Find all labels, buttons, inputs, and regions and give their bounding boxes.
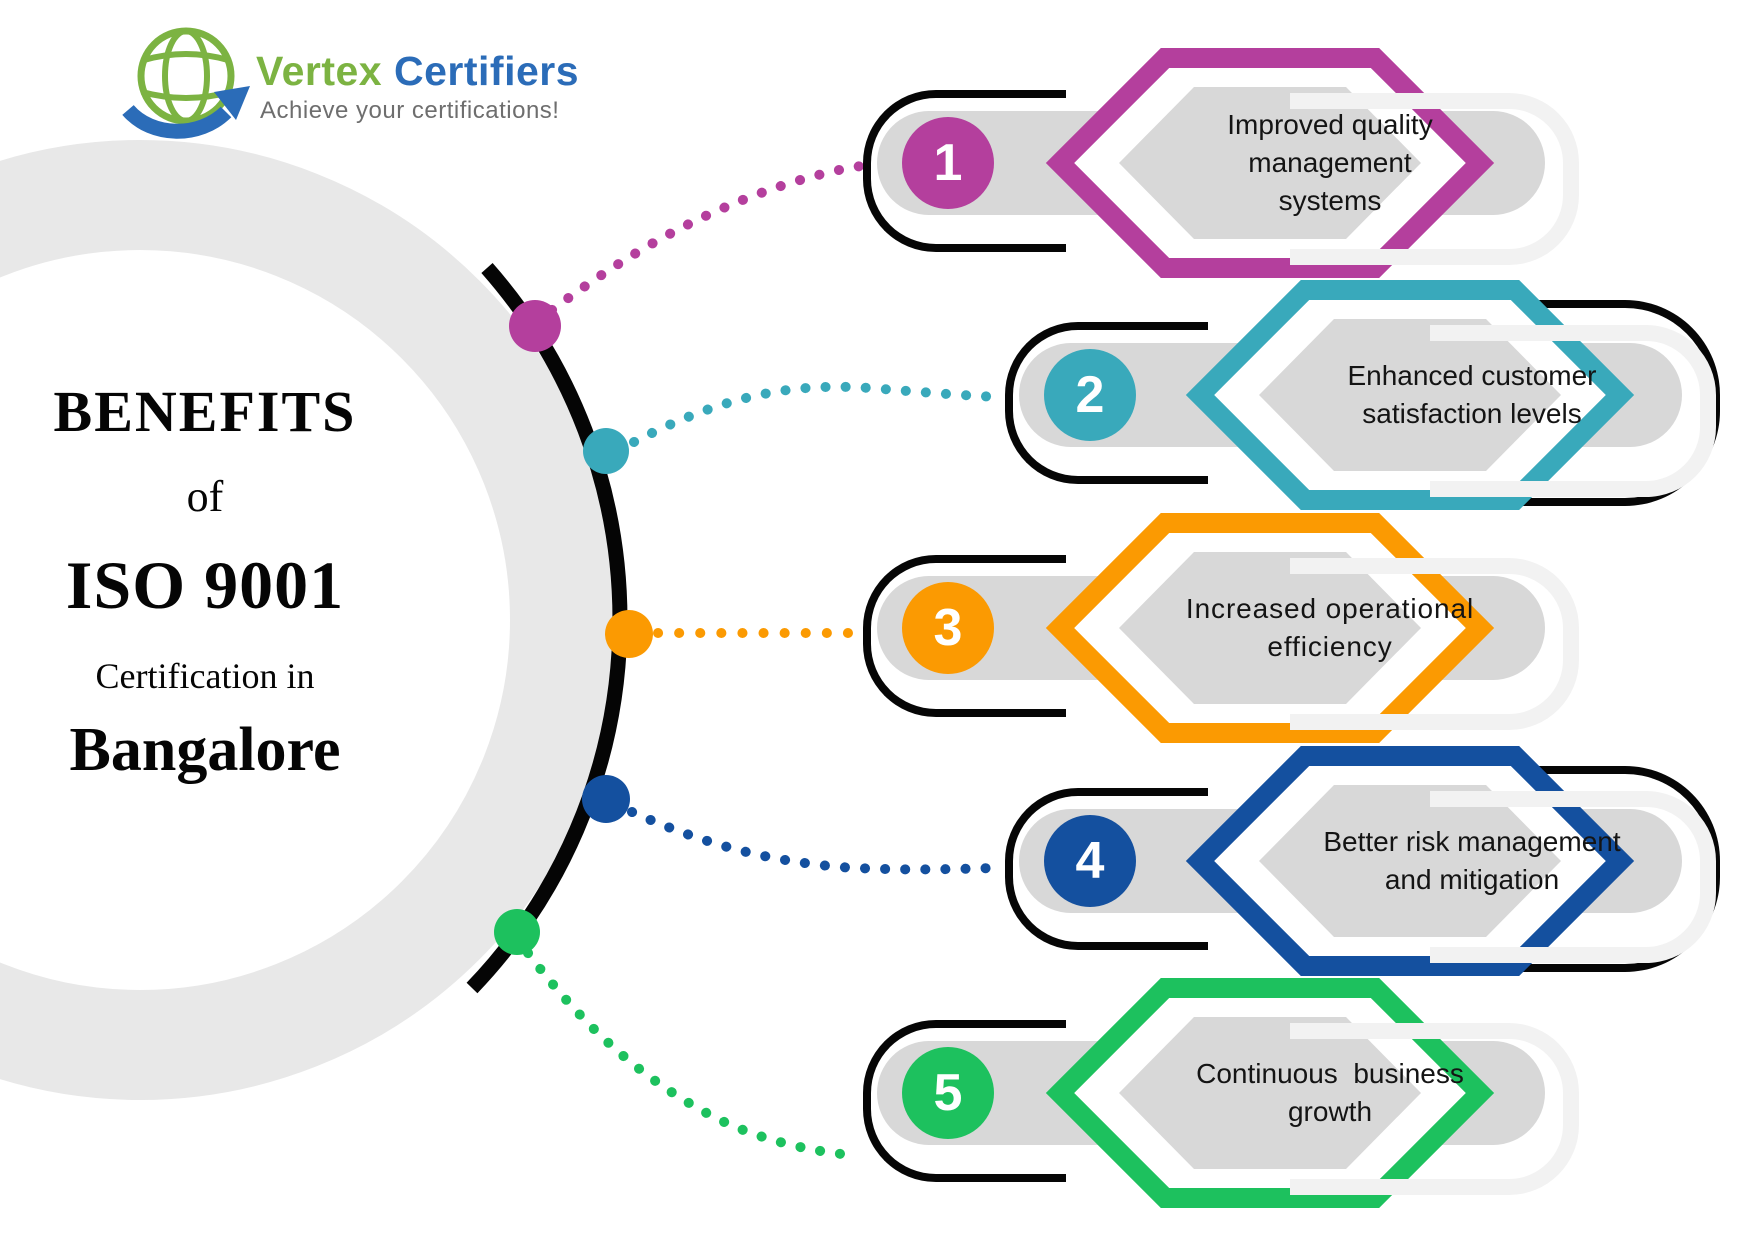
brand-first: Vertex — [256, 48, 383, 94]
bracket-left — [863, 90, 1066, 252]
timeline-arc — [466, 263, 628, 994]
connector-line-5 — [523, 948, 857, 1160]
benefit-label: Better risk management and mitigation — [1323, 826, 1621, 895]
brand-tagline: Achieve your certifications! — [260, 97, 560, 124]
bracket-left — [1005, 788, 1208, 950]
benefit-label: Enhanced customer satisfaction levels — [1347, 360, 1597, 429]
title-of: of — [186, 472, 224, 521]
title-standard: ISO 9001 — [65, 547, 345, 623]
arc-node-4 — [582, 775, 630, 823]
title-benefits: BENEFITS — [53, 379, 357, 444]
step-number: 4 — [1075, 832, 1105, 890]
step-number-badge: 2 — [1044, 349, 1136, 441]
step-number: 2 — [1075, 366, 1105, 424]
step-number: 3 — [933, 599, 963, 657]
benefit-label: Increased operational efficiency — [1185, 593, 1475, 662]
benefit-label: Continuous business growth — [1196, 1058, 1464, 1127]
connector-line-4 — [627, 807, 997, 875]
poster-title: BENEFITS of ISO 9001 Certification in Ba… — [0, 378, 410, 786]
brand-second: Certifiers — [394, 48, 580, 94]
step-number-badge: 5 — [902, 1047, 994, 1139]
arc-node-5 — [494, 909, 540, 955]
arc-node-2 — [583, 428, 629, 474]
title-certification-in: Certification in — [95, 656, 315, 696]
step-number: 5 — [933, 1064, 963, 1122]
arc-node-3 — [605, 610, 653, 658]
bracket-left — [863, 555, 1066, 717]
brand-wordmark: Vertex Certifiers — [256, 48, 579, 95]
arc-node-1 — [509, 300, 561, 352]
bracket-left — [863, 1020, 1066, 1182]
step-number-badge: 4 — [1044, 815, 1136, 907]
title-city: Bangalore — [69, 716, 341, 784]
connector-line-1 — [547, 161, 867, 315]
step-number-badge: 1 — [902, 117, 994, 209]
step-number: 1 — [933, 134, 963, 192]
benefit-label: Improved quality management systems — [1227, 109, 1433, 216]
globe-arrow-logo-icon — [122, 27, 250, 139]
connector-line-2 — [629, 381, 1005, 447]
step-number-badge: 3 — [902, 582, 994, 674]
bracket-left — [1005, 322, 1208, 484]
